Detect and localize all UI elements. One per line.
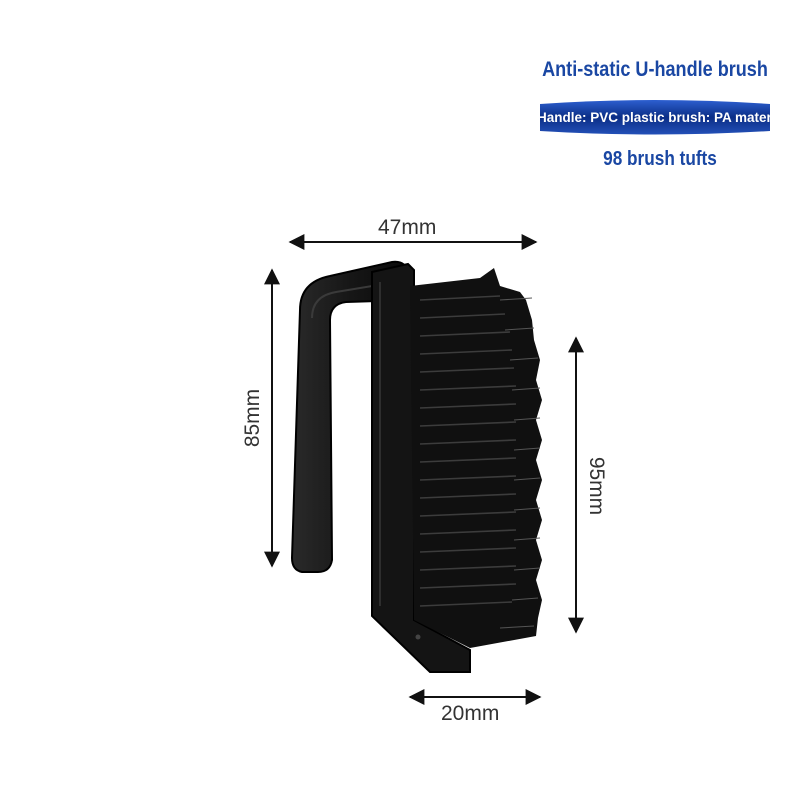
product-title: Anti-static U-handle brush (542, 58, 768, 81)
material-banner-bg (540, 100, 770, 135)
brush-block (371, 262, 471, 673)
depth-label: 20mm (441, 702, 500, 725)
material-banner: Handle: PVC plastic brush: PA material (537, 101, 787, 134)
brush-length-label: 95mm (585, 456, 608, 516)
u-handle (290, 260, 411, 573)
material-text: Handle: PVC plastic brush: PA material (537, 110, 787, 125)
width-label: 47mm (378, 216, 437, 239)
handle-height-label: 85mm (241, 388, 264, 448)
brush-product (290, 260, 542, 673)
bristles (410, 268, 542, 648)
tufts-count: 98 brush tufts (603, 148, 717, 170)
